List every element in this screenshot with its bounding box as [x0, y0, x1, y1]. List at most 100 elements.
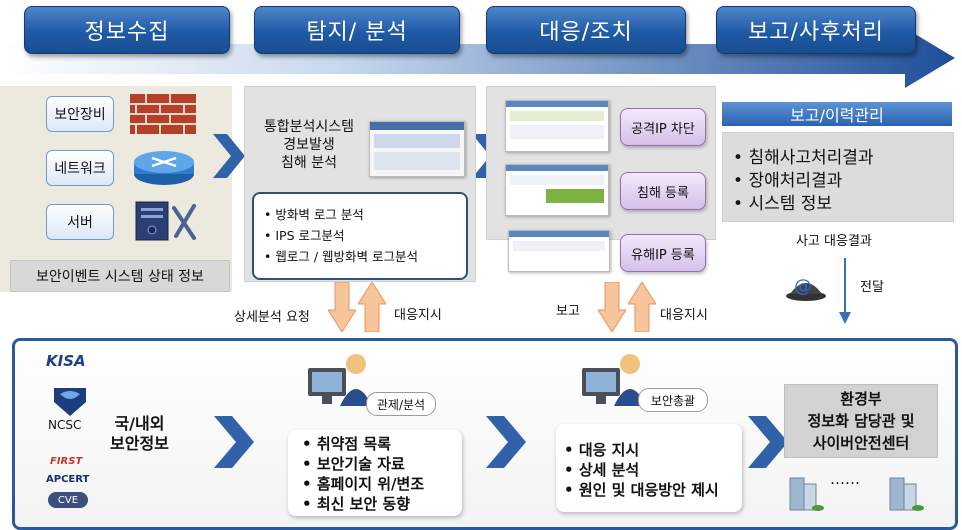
action-label: 공격IP 차단: [631, 121, 695, 137]
source-server: 서버: [46, 204, 114, 240]
action-label: 유해IP 등록: [631, 247, 695, 263]
chief-item-text: 원인 및 대응방안 제시: [578, 481, 719, 499]
chevron-right-icon: [214, 416, 254, 468]
operator-at-monitor-icon: [308, 354, 372, 406]
control-item: • 홈페이지 위/변조: [302, 475, 425, 493]
source-network: 네트워크: [46, 150, 114, 186]
first-logo: FIRST: [50, 456, 83, 467]
stage-collect-label: 정보수집: [84, 20, 170, 45]
security-info-label: 국/내외 보안정보: [110, 414, 169, 454]
ministry-line: 사이버안전센터: [812, 434, 910, 452]
report-items-box: • 침해사고처리결과 • 장애처리결과 • 시스템 정보: [722, 132, 954, 222]
analysis-item-text: IPS 로그분석: [275, 228, 345, 243]
ellipsis-text: ……: [830, 470, 860, 488]
report-item: • 시스템 정보: [733, 194, 833, 214]
stage-analysis: 탐지/ 분석: [254, 6, 460, 54]
report-item: • 장애처리결과: [733, 171, 843, 191]
ministry-box: 환경부 정보화 담당관 및 사이버안전센터: [784, 384, 938, 458]
up-arrow: [628, 282, 656, 332]
deliver-label: 전달: [860, 280, 884, 295]
analysis-item: • 웹로그 / 웹방화벽 로그분석: [264, 249, 418, 264]
analysis-line: 통합분석시스템: [263, 119, 355, 135]
register-intrusion-button: 침해 등록: [620, 172, 706, 210]
detail-request-label: 상세분석 요청: [234, 310, 310, 325]
chief-item: • 원인 및 대응방안 제시: [564, 481, 719, 499]
control-item: • 취약점 목록: [302, 435, 392, 453]
process-arrow-banner: [0, 28, 955, 88]
apcert-logo: APCERT: [46, 474, 90, 485]
chief-item: • 대응 지시: [564, 441, 640, 459]
source-label: 네트워크: [54, 161, 106, 177]
ncsc-emblem-icon: [54, 388, 86, 416]
role-badge-chief: 보안총괄: [638, 388, 708, 412]
analysis-item-text: 방화벽 로그 분석: [275, 207, 364, 222]
report-item-text: 침해사고처리결과: [748, 148, 874, 168]
stage-response: 대응/조치: [486, 6, 686, 54]
incident-result-label: 사고 대응결과: [796, 234, 872, 249]
chief-items-box: • 대응 지시 • 상세 분석 • 원인 및 대응방안 제시: [556, 424, 742, 512]
chevron-right-icon: [748, 416, 788, 468]
report-item: • 침해사고처리결과: [733, 148, 874, 168]
response-screen-thumbnail: [505, 164, 609, 216]
analysis-line: 경보발생: [283, 137, 335, 153]
chief-item-text: 대응 지시: [578, 441, 640, 459]
building-icon: [889, 477, 924, 511]
ministry-line: 환경부: [840, 390, 882, 408]
role-label: 보안총괄: [650, 393, 696, 408]
building-icon: [789, 477, 824, 511]
chevron-right-icon: [486, 416, 526, 468]
server-tools-icon: [135, 201, 196, 241]
firewall-icon: [130, 94, 196, 134]
stage-response-label: 대응/조치: [539, 20, 633, 45]
stage-collect: 정보수집: [24, 6, 230, 54]
control-item-text: 보안기술 자료: [316, 455, 405, 473]
report-item-text: 시스템 정보: [748, 194, 833, 214]
source-security-equipment: 보안장비: [46, 96, 114, 132]
response-screen-thumbnail: [505, 100, 609, 152]
control-item-text: 취약점 목록: [316, 435, 392, 453]
svg-text:@: @: [794, 276, 812, 297]
analysis-screen-thumbnail: [369, 121, 465, 177]
router-icon: [134, 151, 194, 185]
kisa-logo: KISA: [46, 352, 86, 370]
chevron-right-icon: [213, 134, 245, 178]
up-arrow: [358, 282, 386, 332]
analysis-item-text: 웹로그 / 웹방화벽 로그분석: [275, 249, 418, 264]
down-arrow: [598, 282, 626, 332]
chief-item: • 상세 분석: [564, 461, 640, 479]
control-items-box: • 취약점 목록 • 보안기술 자료 • 홈페이지 위/변조 • 최신 보안 동…: [288, 430, 462, 516]
phone-email-icon: @: [786, 276, 826, 301]
report-title: 보고/이력관리: [790, 106, 884, 125]
source-label: 서버: [67, 215, 93, 231]
collect-caption-text: 보안이벤트 시스템 상태 정보: [36, 269, 204, 285]
source-label: 보안장비: [54, 107, 106, 123]
block-attack-ip-button: 공격IP 차단: [620, 108, 706, 146]
ministry-line: 정보화 담당관 및: [807, 412, 915, 430]
role-badge-control: 관제/분석: [366, 392, 436, 416]
control-item-text: 홈페이지 위/변조: [316, 475, 425, 493]
instruct-label-left: 대응지시: [394, 308, 442, 323]
chief-item-text: 상세 분석: [578, 461, 640, 479]
cve-logo: CVE: [48, 492, 88, 508]
report-label: 보고: [556, 304, 580, 319]
analysis-lines: 통합분석시스템 경보발생 침해 분석: [250, 118, 368, 172]
action-label: 침해 등록: [637, 185, 689, 201]
control-item: • 최신 보안 동향: [302, 495, 411, 513]
stage-report-label: 보고/사후처리: [748, 20, 884, 45]
control-item: • 보안기술 자료: [302, 455, 405, 473]
analysis-item: • 방화벽 로그 분석: [264, 207, 364, 222]
analysis-item: • IPS 로그분석: [264, 228, 345, 243]
stage-report: 보고/사후처리: [716, 6, 916, 54]
analysis-line: 침해 분석: [281, 155, 337, 171]
stage-analysis-label: 탐지/ 분석: [306, 20, 408, 45]
analysis-items-box: • 방화벽 로그 분석 • IPS 로그분석 • 웹로그 / 웹방화벽 로그분석: [252, 192, 468, 280]
register-harmful-ip-button: 유해IP 등록: [620, 234, 706, 272]
collect-caption: 보안이벤트 시스템 상태 정보: [10, 260, 230, 292]
response-screen-thumbnail: [508, 230, 610, 272]
report-title-bar: 보고/이력관리: [722, 102, 952, 126]
control-item-text: 최신 보안 동향: [316, 495, 411, 513]
deliver-arrow: [839, 258, 851, 324]
security-info-line: 보안정보: [110, 434, 169, 453]
security-info-line: 국/내외: [114, 414, 165, 433]
report-item-text: 장애처리결과: [748, 171, 843, 191]
